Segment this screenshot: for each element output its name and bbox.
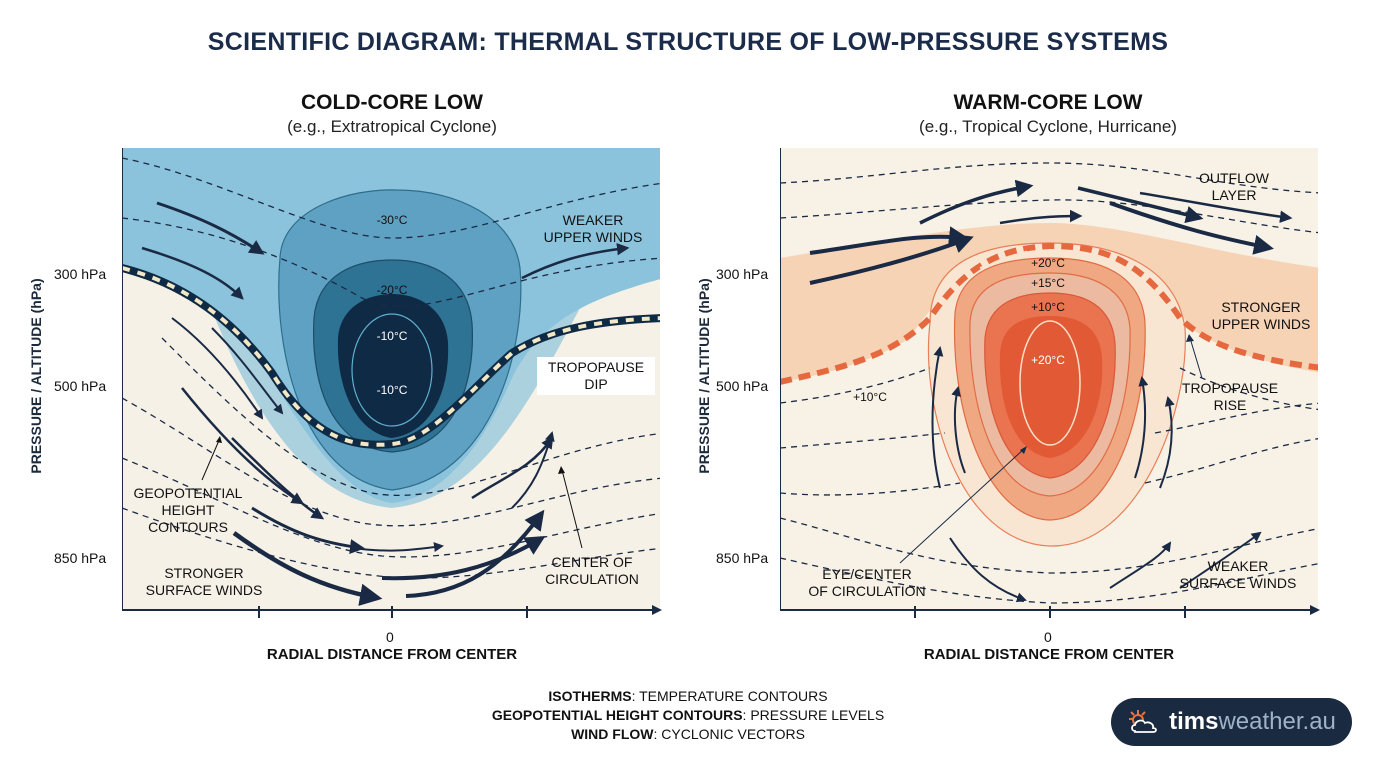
legend-row-isotherms: ISOTHERMS: TEMPERATURE CONTOURS: [548, 688, 828, 704]
wind-arrows: [141, 201, 630, 606]
label-eye-center: EYE/CENTER OF CIRCULATION: [808, 566, 926, 599]
page-title: SCIENTIFIC DIAGRAM: THERMAL STRUCTURE OF…: [207, 28, 1169, 56]
isotherm-label-plus10-inner: +10°C: [1031, 300, 1065, 314]
cold-core-subtitle: (e.g., Extratropical Cyclone): [287, 117, 497, 136]
cold-core-title: COLD-CORE LOW: [301, 91, 483, 114]
tick-300-left: 300 hPa: [54, 266, 107, 282]
tropopause-rise: [780, 242, 1318, 385]
tick-500-right: 500 hPa: [716, 378, 769, 394]
label-stronger-upper-winds: STRONGER UPPER WINDS: [1211, 299, 1311, 332]
label-tropopause-dip: TROPOPAUSE DIP: [537, 357, 655, 395]
tick-500-left: 500 hPa: [54, 378, 107, 394]
x-axis-label-right: RADIAL DISTANCE FROM CENTER: [923, 646, 1175, 663]
legend-row-geopotential: GEOPOTENTIAL HEIGHT CONTOURS: PRESSURE L…: [491, 707, 885, 723]
tick-300-right: 300 hPa: [716, 266, 769, 282]
brand-name: timsweather.au: [1169, 708, 1336, 735]
warm-wind-arrows: [809, 179, 1293, 603]
outflow-layer: [780, 223, 1318, 382]
isotherm-label-minus10-upper: -10°C: [376, 329, 408, 343]
y-axis-label-left: PRESSURE / ALTITUDE (hPa): [28, 278, 44, 474]
label-outflow-layer: OUTFLOW LAYER: [1199, 170, 1269, 203]
label-weaker-upper-winds: WEAKER UPPER WINDS: [543, 212, 643, 245]
isotherm-label-minus10-lower: -10°C: [376, 383, 408, 397]
x-axis-label-left: RADIAL DISTANCE FROM CENTER: [266, 646, 518, 663]
isotherm-label-plus10-outer: +10°C: [853, 390, 887, 404]
tick-850-right: 850 hPa: [716, 550, 769, 566]
tick-850-left: 850 hPa: [54, 550, 107, 566]
sun-cloud-icon: [1129, 710, 1157, 733]
y-axis-label-right: PRESSURE / ALTITUDE (hPa): [696, 278, 712, 474]
label-tropopause-rise: TROPOPAUSE RISE: [1181, 380, 1279, 413]
isotherm-label-plus15: +15°C: [1031, 276, 1065, 290]
label-geopotential-contours: GEOPOTENTIAL HEIGHT CONTOURS: [133, 485, 243, 535]
isotherm-label-plus20-upper: +20°C: [1031, 256, 1065, 270]
label-stronger-surface-winds: STRONGER SURFACE WINDS: [145, 565, 263, 598]
isotherm-label-plus20-core: +20°C: [1031, 353, 1065, 367]
isotherm-label-minus30: -30°C: [376, 213, 408, 227]
callout-lines-left: [201, 436, 583, 549]
label-weaker-surface-winds: WEAKER SURFACE WINDS: [1179, 558, 1297, 591]
warm-core-title: WARM-CORE LOW: [953, 91, 1143, 114]
label-center-of-circulation: CENTER OF CIRCULATION: [545, 554, 639, 587]
legend: ISOTHERMS: TEMPERATURE CONTOURS GEOPOTEN…: [388, 687, 988, 744]
brand-badge[interactable]: timsweather.au: [1111, 698, 1352, 746]
warm-core-diagram: [780, 148, 1320, 618]
warm-core-subtitle: (e.g., Tropical Cyclone, Hurricane): [919, 117, 1177, 136]
tropopause-line: [122, 266, 660, 447]
isotherm-label-minus20: -20°C: [376, 283, 408, 297]
legend-row-wind: WIND FLOW: CYCLONIC VECTORS: [571, 726, 805, 742]
